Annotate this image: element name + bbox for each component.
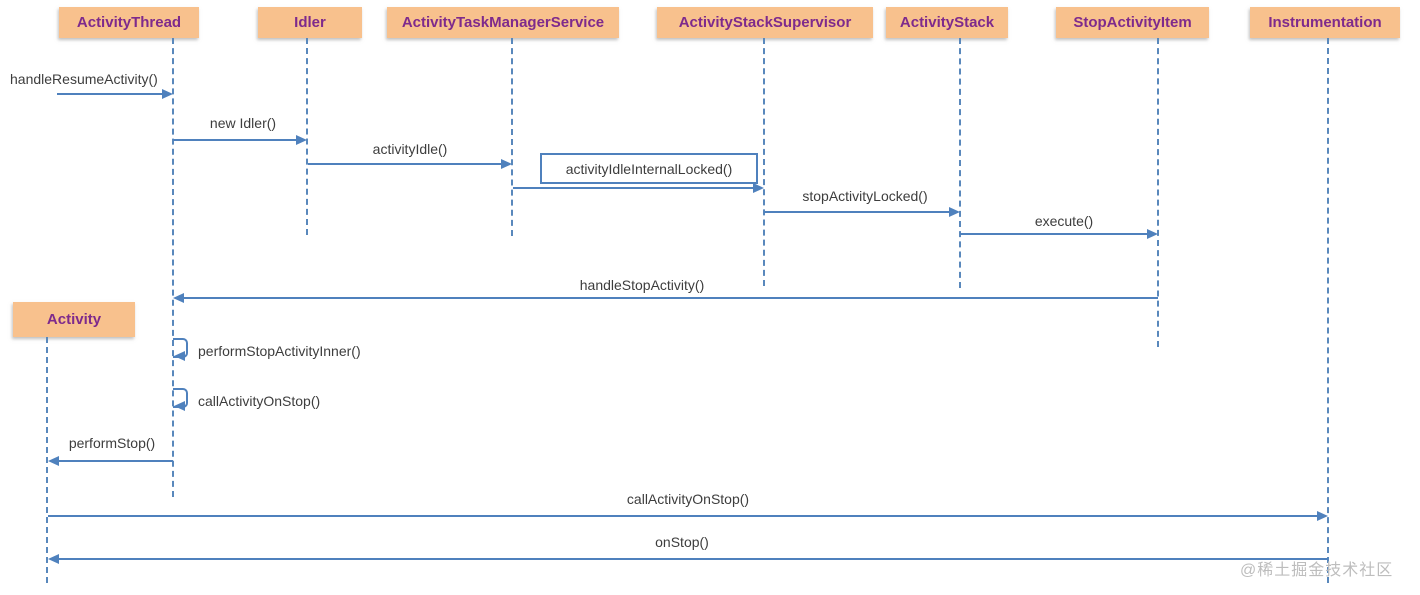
message-label-execute: execute() bbox=[1034, 213, 1094, 229]
lifeline-activity-stack-supervisor bbox=[763, 38, 765, 286]
lifeline-activity-stack bbox=[959, 38, 961, 288]
participant-instrumentation: Instrumentation bbox=[1250, 7, 1400, 38]
message-line-perform-stop bbox=[57, 460, 173, 462]
arrowhead-right-icon bbox=[753, 183, 764, 193]
lifeline-stop-activity-item bbox=[1157, 38, 1159, 347]
message-label-handle-stop-activity: handleStopActivity() bbox=[579, 277, 705, 293]
message-line-handle-stop-activity bbox=[182, 297, 1158, 299]
message-line-activity-idle-internal-locked bbox=[513, 187, 755, 189]
message-line-activity-idle bbox=[308, 163, 503, 165]
arrowhead-right-icon bbox=[949, 207, 960, 217]
message-label-new-idler: new Idler() bbox=[209, 115, 277, 131]
arrowhead-right-icon bbox=[501, 159, 512, 169]
message-line-new-idler bbox=[173, 139, 298, 141]
message-label-call-activity-on-stop: callActivityOnStop() bbox=[626, 491, 750, 507]
participant-stop-activity-item: StopActivityItem bbox=[1056, 7, 1209, 38]
arrowhead-left-icon bbox=[174, 401, 185, 411]
message-frame-activity-idle-internal-locked: activityIdleInternalLocked() bbox=[540, 153, 758, 184]
participant-activity: Activity bbox=[13, 302, 135, 337]
message-line-call-activity-on-stop bbox=[48, 515, 1319, 517]
message-line-execute bbox=[960, 233, 1149, 235]
message-label-stop-activity-locked: stopActivityLocked() bbox=[802, 188, 928, 204]
lifeline-instrumentation bbox=[1327, 38, 1329, 583]
lifeline-activity-thread bbox=[172, 38, 174, 497]
participant-activity-thread: ActivityThread bbox=[59, 7, 199, 38]
message-label-call-activity-on-stop-self: callActivityOnStop() bbox=[198, 393, 321, 409]
lifeline-activity-task-manager-service bbox=[511, 38, 513, 236]
arrowhead-left-icon bbox=[48, 554, 59, 564]
lifeline-activity bbox=[46, 337, 48, 583]
arrowhead-right-icon bbox=[1147, 229, 1158, 239]
arrowhead-right-icon bbox=[162, 89, 173, 99]
participant-activity-stack-supervisor: ActivityStackSupervisor bbox=[657, 7, 873, 38]
message-label-perform-stop-activity-inner: performStopActivityInner() bbox=[198, 343, 361, 359]
arrowhead-left-icon bbox=[174, 351, 185, 361]
message-label-on-stop: onStop() bbox=[655, 534, 709, 550]
participant-activity-task-manager-service: ActivityTaskManagerService bbox=[387, 7, 619, 38]
arrowhead-left-icon bbox=[173, 293, 184, 303]
arrowhead-right-icon bbox=[1317, 511, 1328, 521]
message-label-handle-resume-activity: handleResumeActivity() bbox=[10, 71, 158, 87]
participant-idler: Idler bbox=[258, 7, 362, 38]
arrowhead-left-icon bbox=[48, 456, 59, 466]
arrowhead-right-icon bbox=[296, 135, 307, 145]
participant-activity-stack: ActivityStack bbox=[886, 7, 1008, 38]
message-line-handle-resume-activity bbox=[57, 93, 164, 95]
lifeline-idler bbox=[306, 38, 308, 235]
message-line-stop-activity-locked bbox=[764, 211, 951, 213]
watermark: @稀土掘金技术社区 bbox=[1240, 562, 1394, 579]
message-label-activity-idle: activityIdle() bbox=[372, 141, 448, 157]
message-line-on-stop bbox=[57, 558, 1328, 560]
message-label-perform-stop: performStop() bbox=[68, 435, 156, 451]
